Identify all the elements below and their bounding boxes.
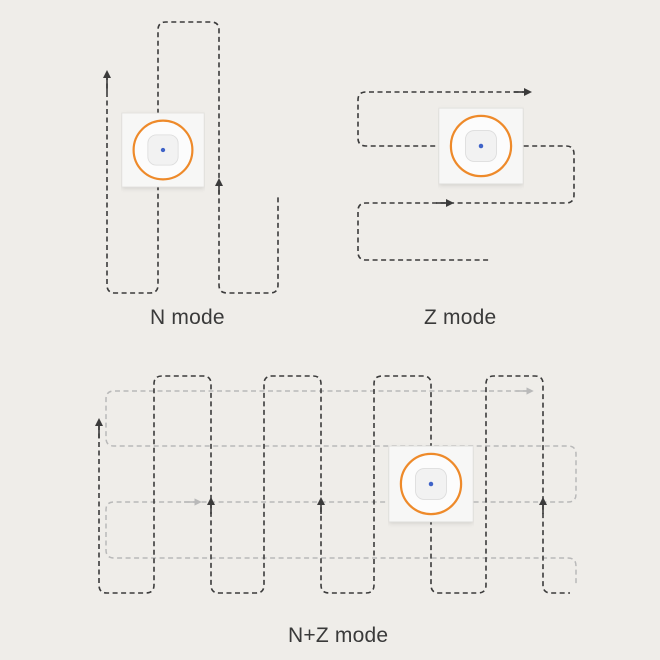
z-mode-device-icon — [439, 108, 523, 184]
n-mode-label: N mode — [150, 306, 225, 329]
n-mode-device-icon — [122, 113, 204, 187]
nz-mode-horizontal-path — [105, 390, 577, 584]
nz-mode-vertical-path — [98, 375, 570, 594]
nz-mode-device-icon — [389, 446, 473, 522]
nz-mode-label: N+Z mode — [288, 624, 389, 647]
z-mode-path — [357, 91, 575, 261]
z-mode-label: Z mode — [424, 306, 497, 329]
